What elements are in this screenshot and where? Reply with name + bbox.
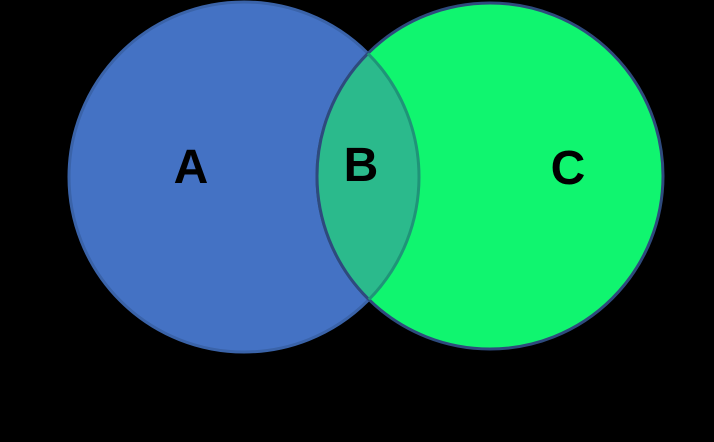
set-c-circle (317, 3, 663, 349)
set-c-label: C (551, 142, 586, 195)
intersection-label: B (344, 139, 379, 192)
set-a-circle (69, 2, 419, 352)
intersection-right-edge (317, 3, 421, 349)
set-a-label: A (174, 141, 209, 194)
intersection-left-edge (315, 2, 419, 351)
